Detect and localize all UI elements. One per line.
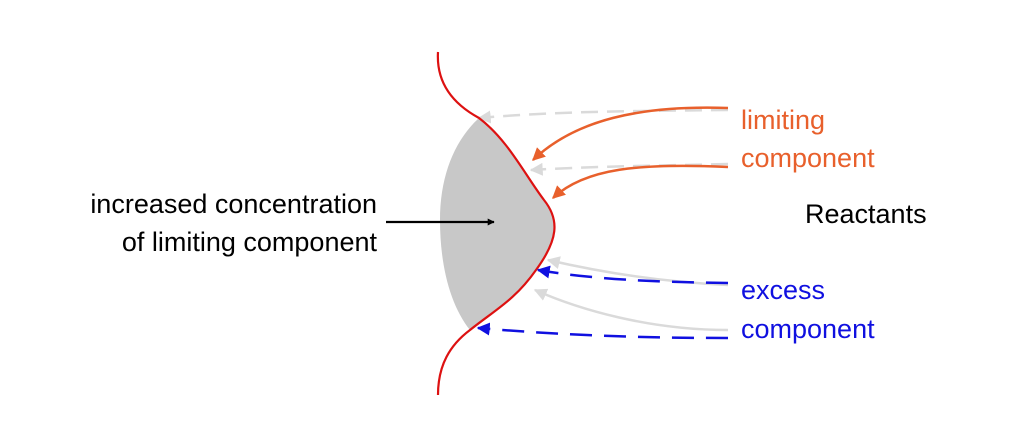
excess-arrows [476,265,729,340]
faded-arrow-3 [546,256,729,287]
excess-label-line1: excess [741,275,825,305]
faded-arrow-2 [529,162,729,176]
interface-curve [436,51,556,396]
faded-arrow-1 [477,108,729,124]
excess-arrow-2 [476,322,729,340]
limiting-arrow-1 [532,106,729,161]
faded-arrow-4 [533,288,729,332]
excess-arrow-1 [536,265,729,285]
left-label-line2: of limiting component [122,227,378,257]
limiting-label-line2: component [741,143,875,173]
excess-label-line2: component [741,314,875,344]
limiting-arrows [532,106,729,199]
limiting-arrow-2 [552,164,729,199]
depletion-region [440,118,555,330]
reactants-label: Reactants [805,199,927,229]
faded-flux-arrows [477,108,729,332]
left-label-line1: increased concentration [90,189,377,219]
limiting-label-line1: limiting [741,105,825,135]
